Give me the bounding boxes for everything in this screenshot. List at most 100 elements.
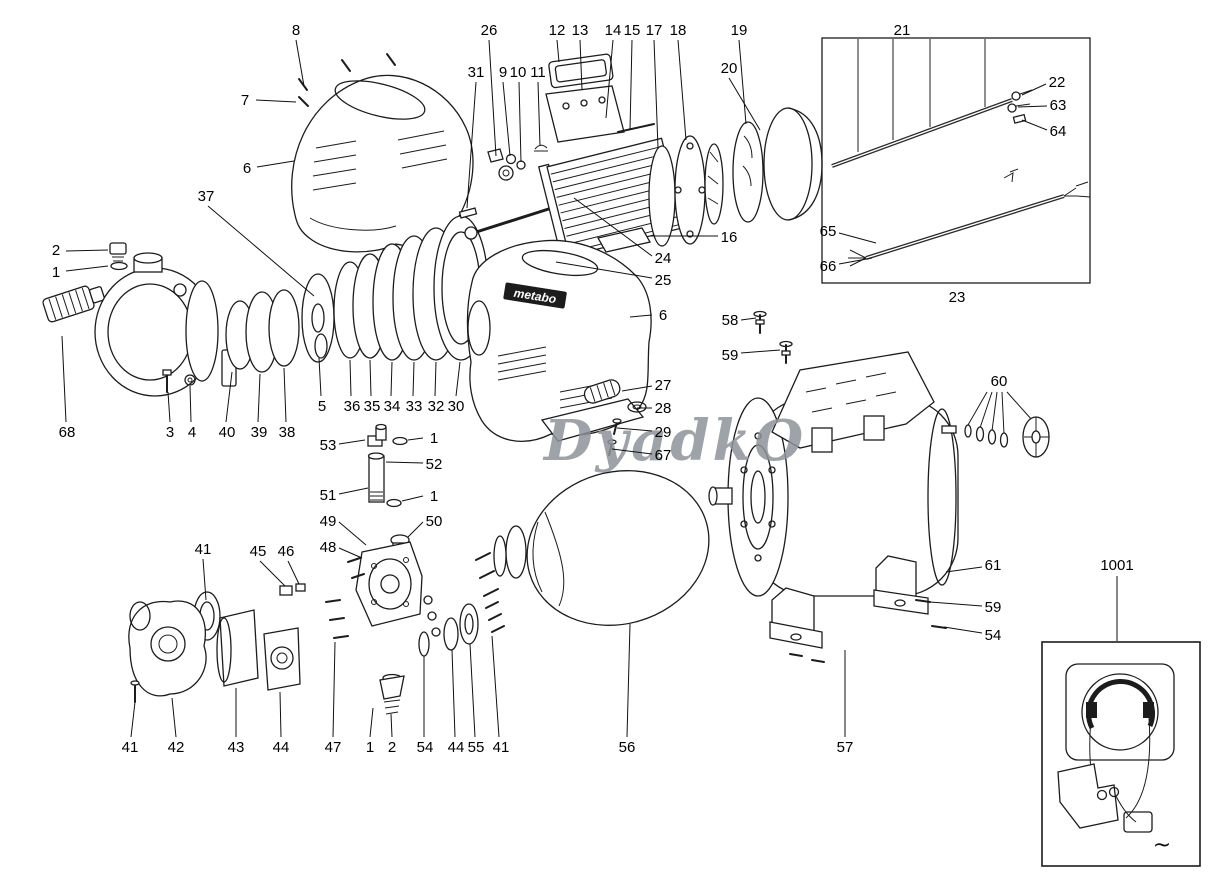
cable-gland [498,165,514,181]
leader-line-1 [65,265,109,272]
part-label-21: 21 [894,22,911,39]
leader-line-2 [390,713,393,738]
part-label-31: 31 [468,64,485,81]
part-label-2: 2 [388,739,396,756]
inset-detail-box: ~ [1041,641,1201,867]
saddle-tab [863,415,885,441]
part-label-36: 36 [344,398,361,415]
power-cable-lower [848,168,1091,267]
suction-boss [467,300,491,356]
grommet [627,401,647,413]
leader-line-56 [626,623,631,738]
pump-body-left [42,242,237,397]
part-label-12: 12 [549,22,566,39]
leader-line-26 [488,39,497,157]
leader-line-52 [385,461,424,464]
part-label-6: 6 [243,160,251,177]
leader-line-39 [257,373,261,423]
part-label-41: 41 [122,739,139,756]
leader-line-11 [537,81,541,147]
leader-line-63 [1017,105,1048,108]
shaft-key [458,207,478,219]
part-label-64: 64 [1050,123,1067,140]
cable-tick-lines [857,39,986,152]
end-flange [674,135,706,245]
part-label-68: 68 [59,424,76,441]
vent-slots [497,346,613,409]
bladder-membrane [475,470,710,626]
inset-frame [1041,641,1201,867]
bladder-neck [505,525,527,579]
leader-line-29 [616,427,653,432]
plug-oring [110,261,128,271]
screw-icon [485,601,505,633]
tank-flange [742,444,774,550]
washer-icon [184,374,196,386]
leader-line-31 [466,81,477,209]
part-label-66: 66 [820,258,837,275]
elbow-fitting [367,435,383,447]
part-label-41: 41 [195,541,212,558]
riser-pipe [368,455,385,503]
leader-line-4 [189,385,192,423]
part-label-56: 56 [619,739,636,756]
leader-line-64 [1021,119,1048,131]
vent-grille [583,379,621,404]
part-label-57: 57 [837,739,854,756]
part-label-23: 23 [949,289,966,306]
leader-line-6 [629,314,653,318]
nut-icon [516,160,526,170]
part-label-50: 50 [426,513,443,530]
part-label-10: 10 [510,64,527,81]
leader-line-8 [295,39,305,87]
head-flange [368,558,412,610]
leader-line-1 [369,707,374,738]
leader-line-13 [579,39,583,91]
leader-line-38 [283,367,287,423]
part-label-45: 45 [250,543,267,560]
mechanical-seal [314,333,328,359]
pump-saddle [771,351,935,449]
part-label-30: 30 [448,398,465,415]
handle-cutout [334,80,426,120]
leader-line-33 [412,361,415,397]
fork-terminal-icon [1003,168,1019,183]
leader-line-41 [130,701,136,738]
casing-face [185,280,219,382]
part-label-25: 25 [655,272,672,289]
terminal-schematic [1123,811,1153,833]
part-label-55: 55 [468,739,485,756]
end-cap [763,107,813,221]
part-label-19: 19 [731,22,748,39]
flange-ring-set [418,601,505,657]
leader-line-9 [502,81,511,157]
part-label-59: 59 [985,599,1002,616]
end-bell [648,145,676,247]
leader-line-36 [349,359,352,397]
brand-logo: metabo [513,286,557,307]
leader-line-27 [621,385,653,392]
leader-line-17 [653,39,659,149]
leader-line-55 [469,643,476,738]
leader-line-12 [556,39,560,63]
nipple-fitting [279,585,293,596]
screw-icon [347,557,365,579]
foot-screws-icon [789,653,825,663]
leader-line-15 [629,39,633,131]
leader-line-53 [338,439,366,445]
pump-base [540,398,645,442]
part-label-53: 53 [320,437,337,454]
part-label-11: 11 [530,64,546,81]
part-label-29: 29 [655,424,672,441]
bolt-icon [941,425,957,434]
oring-icon [392,436,408,446]
leader-line-44 [451,649,456,738]
part-label-14: 14 [605,22,622,39]
leader-line-51 [338,487,369,495]
part-label-16: 16 [721,229,738,246]
stator-body [537,137,685,261]
leader-line-45 [259,560,286,587]
motor-assembly [458,53,823,261]
